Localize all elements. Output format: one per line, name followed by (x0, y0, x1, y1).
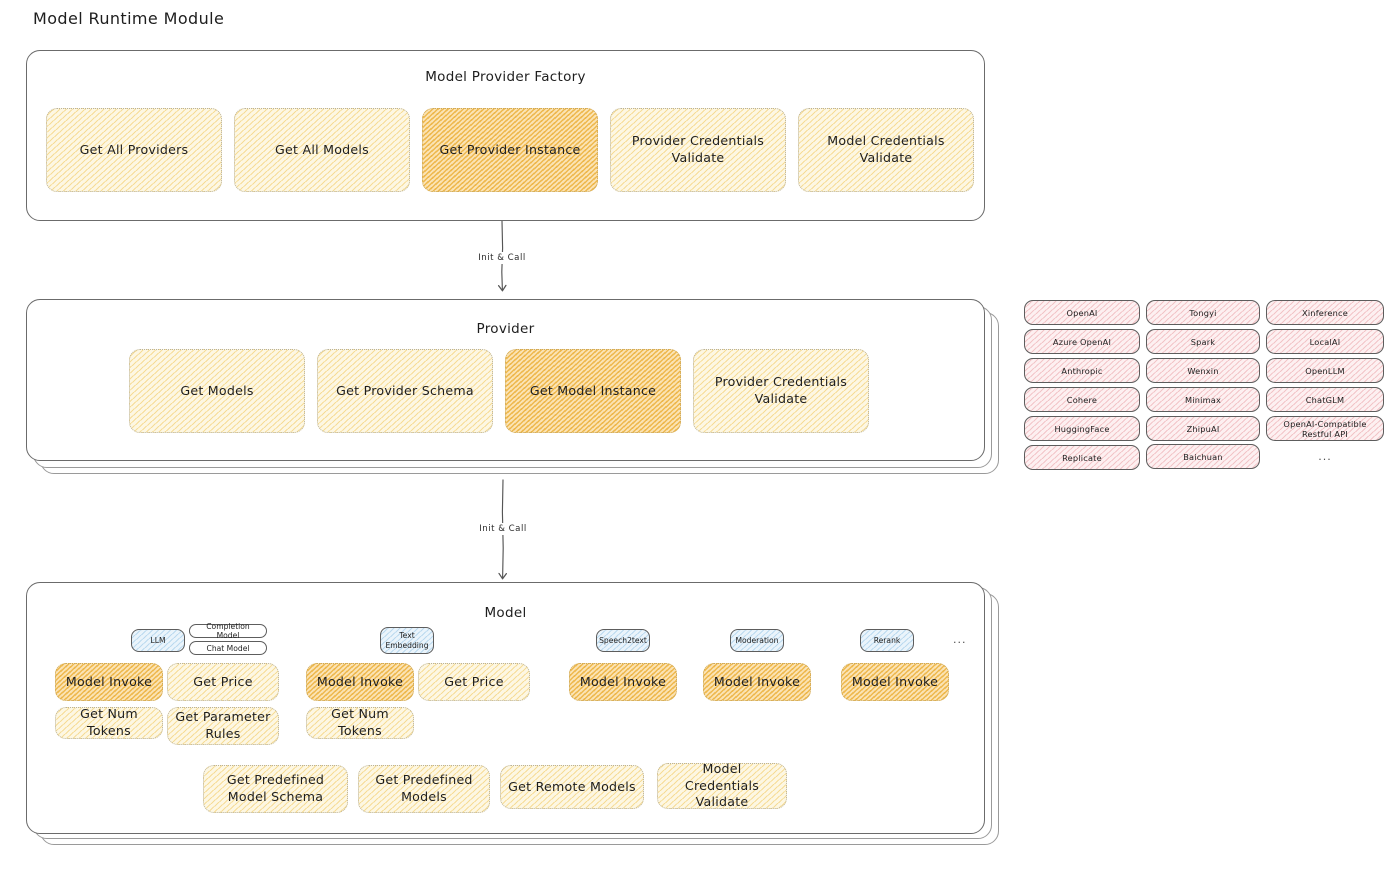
model-subtype-badge-chat-model[interactable]: Chat Model (189, 641, 267, 655)
model-type-badge-speech2text[interactable]: Speech2text (596, 629, 650, 652)
connector-label-factory-to-provider: Init & Call (474, 252, 530, 264)
provider-chip-anthropic[interactable]: Anthropic (1024, 358, 1140, 383)
node-get-predefined-models[interactable]: Get Predefined Models (358, 765, 490, 813)
node-text-embedding-get-num-tokens[interactable]: Get Num Tokens (306, 706, 414, 739)
node-provider-credentials-validate-2[interactable]: Provider Credentials Validate (693, 349, 869, 433)
node-model-credentials-validate[interactable]: Model Credentials Validate (798, 108, 974, 192)
provider-chip-azure-openai[interactable]: Azure OpenAI (1024, 329, 1140, 354)
provider-chip-minimax[interactable]: Minimax (1146, 387, 1260, 412)
provider-card: Provider Get Models Get Provider Schema … (26, 299, 985, 461)
model-subtype-badge-completion-model[interactable]: Completion Model (189, 622, 267, 640)
model-type-badge-text-embedding[interactable]: Text Embedding (380, 627, 434, 654)
node-get-model-instance[interactable]: Get Model Instance (505, 349, 681, 433)
node-text-embedding-get-price[interactable]: Get Price (418, 663, 530, 701)
model-type-badge-moderation[interactable]: Moderation (730, 629, 784, 652)
node-llm-model-invoke[interactable]: Model Invoke (55, 663, 163, 701)
connector-label-provider-to-model: Init & Call (475, 523, 531, 535)
model-provider-factory-card: Model Provider Factory Get All Providers… (26, 50, 985, 221)
node-get-models[interactable]: Get Models (129, 349, 305, 433)
node-llm-get-num-tokens[interactable]: Get Num Tokens (55, 706, 163, 739)
provider-title: Provider (476, 321, 535, 337)
provider-chip-zhipuai[interactable]: ZhipuAI (1146, 416, 1260, 441)
provider-chip-xinference[interactable]: Xinference (1266, 300, 1384, 325)
node-get-remote-models[interactable]: Get Remote Models (500, 765, 644, 809)
node-rerank-model-invoke[interactable]: Model Invoke (841, 663, 949, 701)
provider-chip-wenxin[interactable]: Wenxin (1146, 358, 1260, 383)
node-llm-get-price[interactable]: Get Price (167, 663, 279, 701)
node-get-all-providers[interactable]: Get All Providers (46, 108, 222, 192)
model-card: Model LLM Completion Model Chat Model Mo… (26, 582, 985, 834)
node-text-embedding-model-invoke[interactable]: Model Invoke (306, 663, 414, 701)
node-moderation-model-invoke[interactable]: Model Invoke (703, 663, 811, 701)
node-get-provider-schema[interactable]: Get Provider Schema (317, 349, 493, 433)
node-provider-credentials-validate[interactable]: Provider Credentials Validate (610, 108, 786, 192)
node-get-all-models[interactable]: Get All Models (234, 108, 410, 192)
model-types-more-indicator: ... (953, 633, 967, 646)
provider-chip-chatglm[interactable]: ChatGLM (1266, 387, 1384, 412)
node-get-provider-instance[interactable]: Get Provider Instance (422, 108, 598, 192)
provider-chip-openllm[interactable]: OpenLLM (1266, 358, 1384, 383)
provider-list-more-indicator: ... (1318, 449, 1332, 463)
model-type-badge-rerank[interactable]: Rerank (860, 629, 914, 652)
provider-chip-cohere[interactable]: Cohere (1024, 387, 1140, 412)
node-llm-get-parameter-rules[interactable]: Get Parameter Rules (167, 707, 279, 745)
model-type-badge-llm[interactable]: LLM (131, 629, 185, 652)
provider-chip-huggingface[interactable]: HuggingFace (1024, 416, 1140, 441)
provider-chip-localai[interactable]: LocalAI (1266, 329, 1384, 354)
provider-chip-tongyi[interactable]: Tongyi (1146, 300, 1260, 325)
provider-chip-openai[interactable]: OpenAI (1024, 300, 1140, 325)
provider-chip-openai-compatible-restful-api[interactable]: OpenAI-Compatible Restful API (1266, 416, 1384, 441)
node-model-credentials-validate-2[interactable]: Model Credentials Validate (657, 761, 787, 809)
node-get-predefined-model-schema[interactable]: Get Predefined Model Schema (203, 765, 348, 813)
provider-chip-spark[interactable]: Spark (1146, 329, 1260, 354)
provider-chip-baichuan[interactable]: Baichuan (1146, 444, 1260, 469)
node-speech2text-model-invoke[interactable]: Model Invoke (569, 663, 677, 701)
page-title: Model Runtime Module (33, 9, 225, 28)
model-title: Model (484, 605, 527, 621)
provider-chip-replicate[interactable]: Replicate (1024, 445, 1140, 470)
model-provider-factory-title: Model Provider Factory (425, 69, 586, 85)
provider-implementations-list: OpenAI Azure OpenAI Anthropic Cohere Hug… (1024, 300, 1384, 475)
